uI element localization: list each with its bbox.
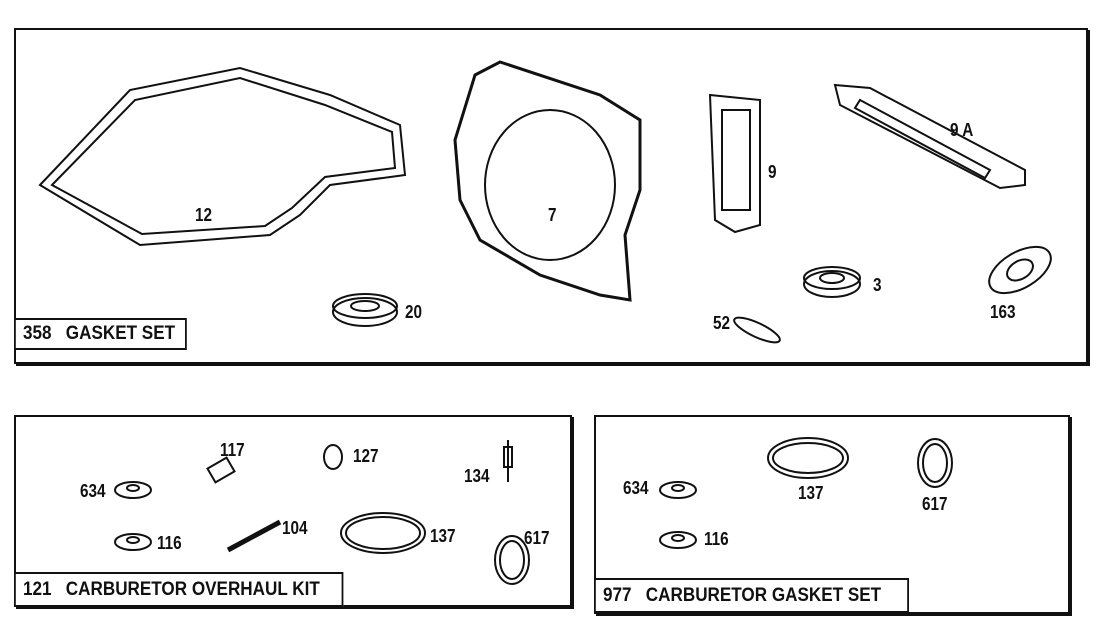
part-label: 134 <box>464 466 490 486</box>
part-label: 617 <box>922 494 948 514</box>
kit-name: GASKET SET <box>65 323 176 344</box>
kit-name: CARBURETOR GASKET SET <box>645 584 882 606</box>
part-label: 634 <box>80 481 106 501</box>
carburetor-gasket-set-panel <box>594 415 1070 614</box>
part-116 <box>114 533 152 551</box>
part-9-gasket <box>708 93 761 234</box>
part-label: 137 <box>430 526 456 546</box>
kit-label-carburetor-overhaul-kit: 121 CARBURETOR OVERHAUL KIT <box>14 572 344 607</box>
part-7-head-gasket <box>453 60 642 302</box>
part-label: 20 <box>405 302 423 322</box>
part-137-b <box>767 437 849 479</box>
part-label: 52 <box>713 313 731 333</box>
part-134-needle <box>503 440 513 482</box>
gasket-set-panel <box>14 28 1088 364</box>
part-137 <box>340 512 426 554</box>
part-3-seal <box>803 266 861 298</box>
part-label: 163 <box>990 302 1016 322</box>
part-label: 116 <box>704 529 729 549</box>
kit-number: 121 <box>23 578 52 600</box>
part-116-b <box>659 531 697 549</box>
part-label: 617 <box>524 528 550 548</box>
part-104 <box>226 519 282 553</box>
kit-label-gasket-set: 358 GASKET SET <box>14 318 187 350</box>
kit-number: 358 <box>23 323 52 344</box>
part-label: 3 <box>873 275 882 295</box>
part-label: 9 A <box>950 120 974 140</box>
part-label: 634 <box>623 478 649 498</box>
part-634-b <box>659 481 697 499</box>
part-52 <box>733 316 781 344</box>
part-117 <box>206 456 236 484</box>
part-163-gasket <box>988 245 1052 295</box>
part-20-seal <box>332 293 398 327</box>
part-label: 137 <box>798 483 824 503</box>
part-9a-gasket <box>833 83 1026 190</box>
part-label: 9 <box>768 162 777 182</box>
part-label: 116 <box>157 533 182 553</box>
part-label: 127 <box>353 446 379 466</box>
part-label: 104 <box>282 518 308 538</box>
kit-number: 977 <box>603 584 632 606</box>
part-617 <box>494 535 530 585</box>
part-617-b <box>917 438 953 488</box>
part-634 <box>114 481 152 499</box>
part-label: 12 <box>195 205 213 225</box>
part-label: 117 <box>220 440 245 460</box>
part-label: 7 <box>548 205 557 225</box>
part-127 <box>323 444 343 470</box>
kit-label-carburetor-gasket-set: 977 CARBURETOR GASKET SET <box>594 578 909 613</box>
kit-name: CARBURETOR OVERHAUL KIT <box>65 578 320 600</box>
part-12-gasket <box>38 66 407 247</box>
